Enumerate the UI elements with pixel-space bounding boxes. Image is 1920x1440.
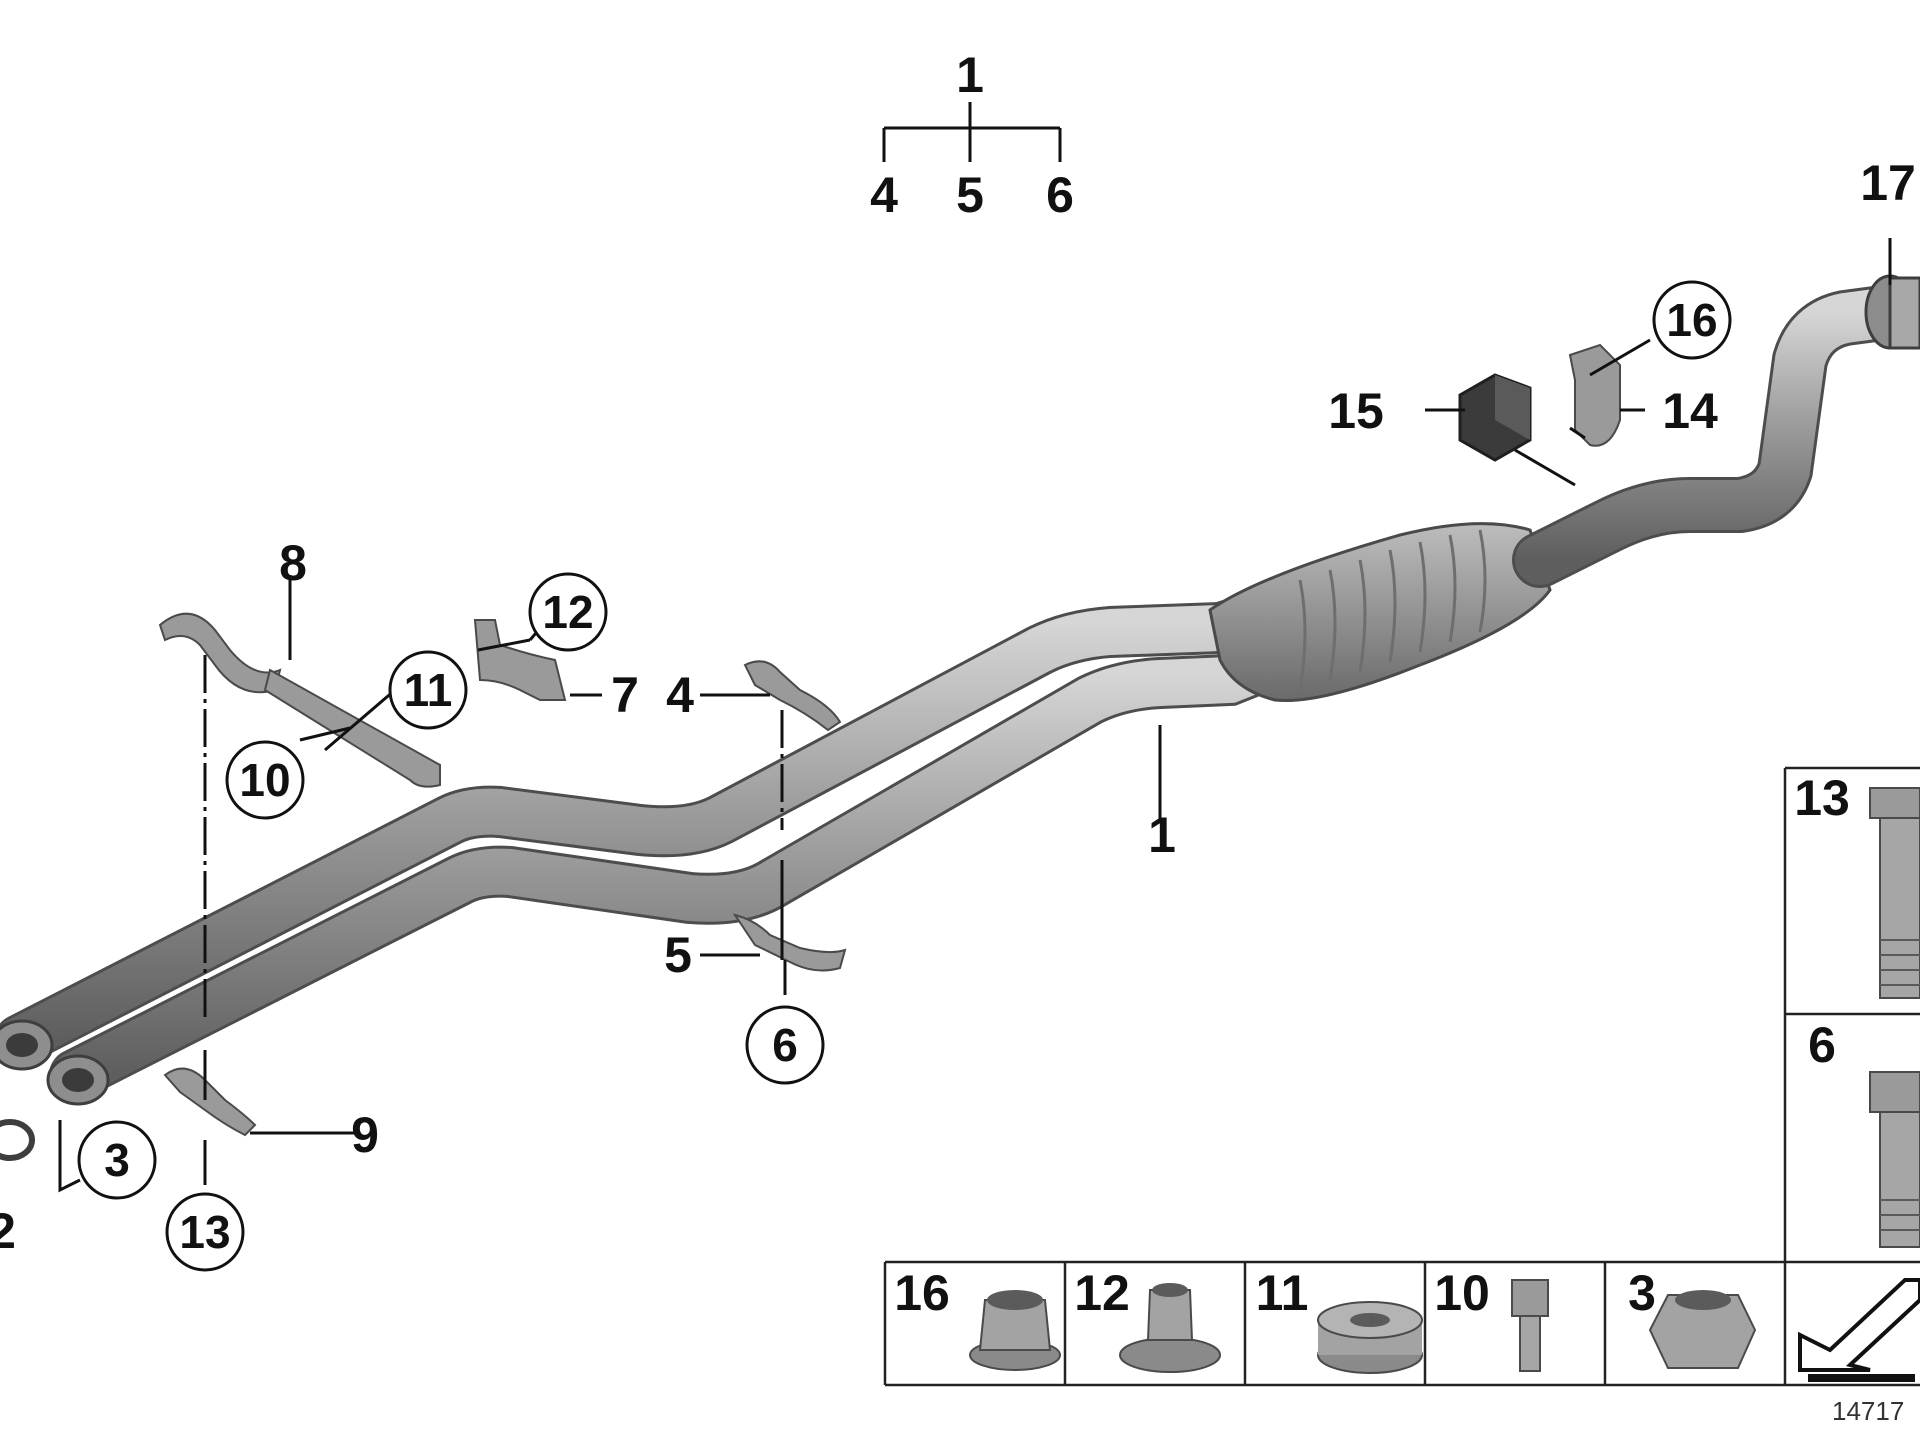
gasket-2: [0, 1119, 35, 1161]
callout-labels: 8 7 4 5 1 15 14 17 9 2: [0, 155, 1916, 1259]
diagram-number: 14717: [1832, 1396, 1904, 1426]
tree-child-5: 5: [956, 167, 984, 223]
callout-12-circled: 12: [542, 586, 593, 638]
side-table-label-6: 6: [1808, 1017, 1836, 1073]
catalytic-converter: [1208, 522, 1552, 703]
bracket-8: [158, 612, 282, 694]
side-table-label-13: 13: [1794, 770, 1850, 826]
rubber-mount-15: [1458, 373, 1532, 462]
callout-1: 1: [1148, 807, 1176, 863]
leader-lines: [58, 238, 1892, 1193]
front-direction-arrow-icon: [1798, 1278, 1920, 1382]
callout-17: 17: [1860, 155, 1916, 211]
callout-10-circled: 10: [239, 754, 290, 806]
callout-16-circled: 16: [1666, 294, 1717, 346]
holder-7: [473, 619, 567, 701]
spacer-11-icon: [1317, 1301, 1423, 1374]
bolt-13-icon: [1869, 787, 1920, 999]
bottom-table-label-16: 16: [894, 1265, 950, 1321]
callout-5: 5: [664, 927, 692, 983]
bolt-6-icon: [1869, 1071, 1920, 1248]
hex-nut-3-icon: [1648, 1290, 1757, 1369]
tree-child-6: 6: [1046, 167, 1074, 223]
bracket-14: [1568, 343, 1621, 447]
tree-top-label: 1: [956, 47, 984, 103]
pipe-clamp-17: [1864, 274, 1920, 350]
callout-2: 2: [0, 1203, 16, 1259]
callout-3-circled: 3: [104, 1134, 130, 1186]
bottom-table-label-3: 3: [1628, 1265, 1656, 1321]
tree-child-4: 4: [870, 167, 898, 223]
callout-4: 4: [666, 667, 694, 723]
assembly-tree: 1 4 5 6: [870, 47, 1074, 223]
callout-13-circled: 13: [179, 1206, 230, 1258]
callout-15: 15: [1328, 383, 1384, 439]
weld-nut-12-icon: [1119, 1283, 1221, 1373]
callout-11-circled: 11: [404, 664, 453, 716]
hanger-9: [163, 1067, 257, 1137]
bottom-table-label-12: 12: [1074, 1265, 1130, 1321]
callout-8: 8: [279, 535, 307, 591]
exhaust-pipe-assembly: [0, 274, 1920, 1161]
callout-7: 7: [611, 667, 639, 723]
bottom-table-label-10: 10: [1434, 1265, 1490, 1321]
hanger-5: [732, 913, 847, 972]
front-flange-right: [46, 1054, 110, 1106]
callout-9: 9: [351, 1107, 379, 1163]
hanger-4: [743, 660, 842, 732]
callout-14: 14: [1662, 383, 1718, 439]
circled-callouts: 12 11 10 6 3 13 16: [77, 280, 1732, 1272]
callout-6-circled: 6: [772, 1019, 798, 1071]
bottom-table-label-11: 11: [1256, 1265, 1309, 1321]
flange-nut-16-icon: [969, 1290, 1061, 1371]
bolt-10-icon: [1511, 1279, 1549, 1372]
fastener-table-side: 13 6: [1783, 766, 1920, 1262]
fastener-table-bottom: 16 12 11 10 3: [883, 1260, 1920, 1387]
front-flange-left: [0, 1019, 54, 1071]
